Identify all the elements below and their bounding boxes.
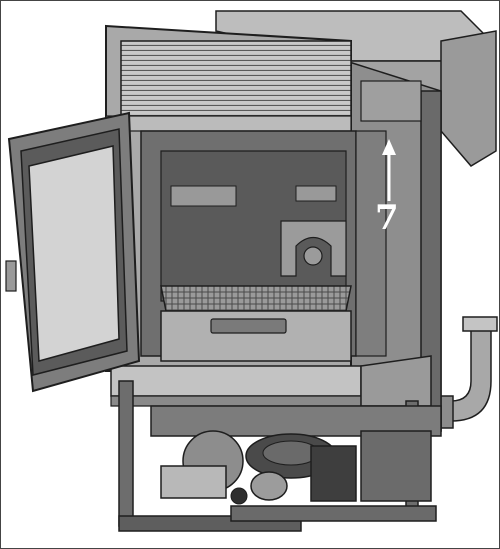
door-glass: [28, 145, 120, 362]
door-handle: [5, 260, 17, 292]
callout-label-7: 7: [375, 198, 399, 238]
heat-deflector: [280, 220, 347, 277]
hearth-plate: [110, 355, 432, 407]
top-vent-louver: [120, 40, 352, 117]
open-door: [5, 111, 141, 393]
pellet-motor: [310, 445, 357, 502]
top-casing: [215, 10, 497, 167]
lower-mechanism: [150, 405, 442, 505]
ash-drawer-handle: [210, 318, 287, 334]
control-board: [160, 465, 227, 499]
callout-arrow: [382, 139, 396, 201]
fire-grate: [160, 285, 352, 362]
